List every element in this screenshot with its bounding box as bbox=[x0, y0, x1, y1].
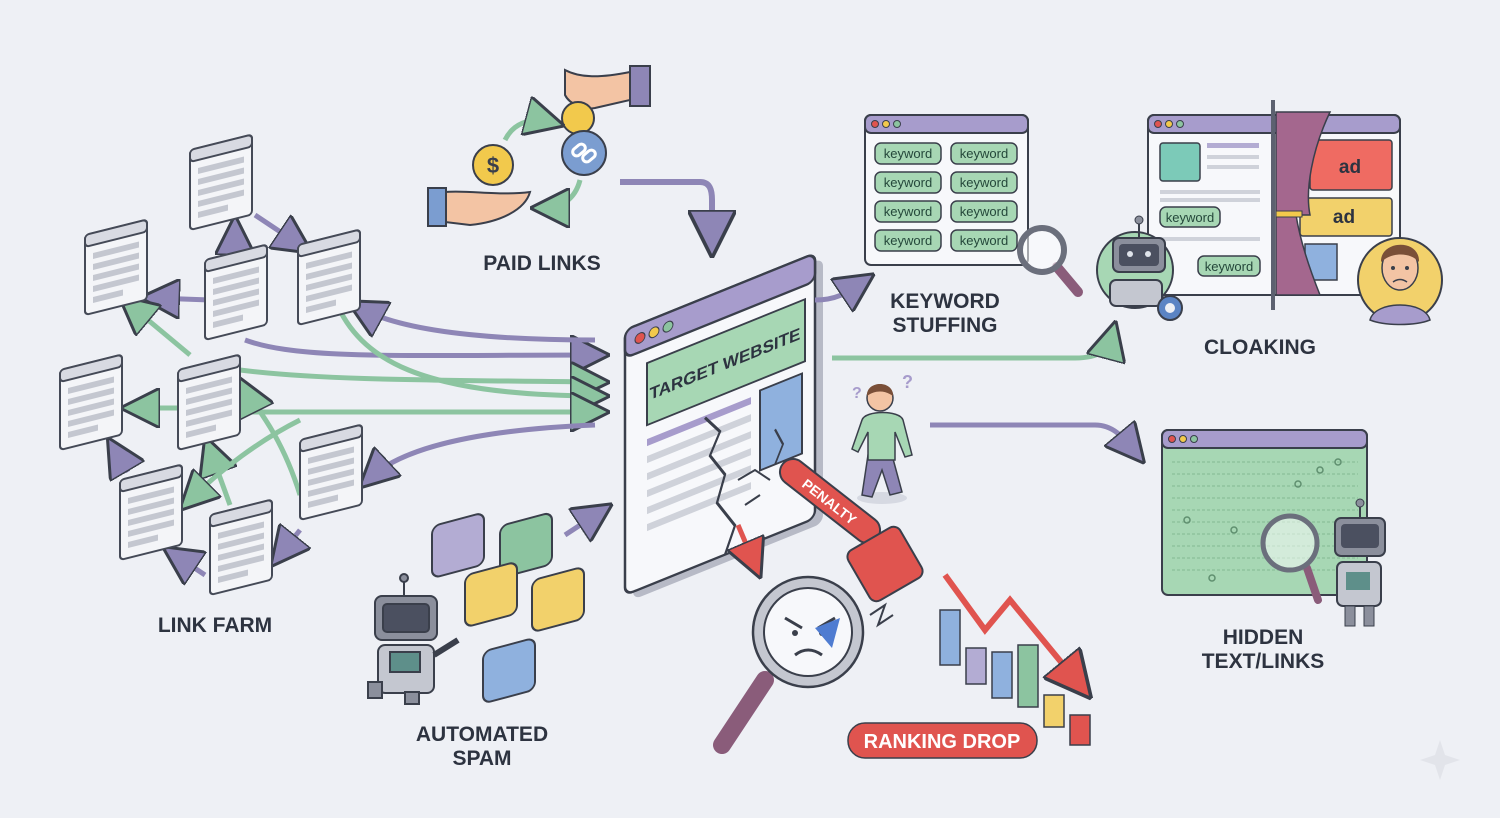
keyword-pill bbox=[874, 171, 942, 194]
keyword-pill bbox=[950, 171, 1018, 194]
keyword-pill-label: keyword bbox=[884, 146, 932, 161]
paid-links-group: $ PAID LINKS bbox=[427, 65, 712, 275]
arrow-to-keyword-stuffing bbox=[814, 282, 862, 300]
robot-icon bbox=[1334, 498, 1386, 627]
user-avatar bbox=[1357, 237, 1443, 326]
link-farm-arrows bbox=[115, 212, 595, 575]
keyword-pill-label: keyword bbox=[960, 146, 1008, 161]
crack bbox=[737, 468, 771, 506]
automated-spam-label: AUTOMATED bbox=[416, 723, 548, 746]
sparkle-icon bbox=[1420, 740, 1460, 780]
arrow-to-cloaking bbox=[832, 335, 1112, 358]
keyword-pill bbox=[950, 200, 1018, 223]
chat-bubble-icons bbox=[431, 512, 585, 703]
question-mark: ? bbox=[902, 372, 913, 392]
bar bbox=[1017, 644, 1039, 708]
ad-label: ad bbox=[1339, 157, 1361, 178]
keyword-pill-label: keyword bbox=[960, 175, 1008, 190]
svg-text:$: $ bbox=[487, 153, 499, 178]
keyword-stuffing-label: KEYWORD bbox=[890, 290, 1000, 313]
link-farm-page bbox=[58, 353, 124, 452]
hidden-text-window: HIDDEN TEXT/LINKS bbox=[1161, 429, 1386, 673]
link-farm-page bbox=[176, 353, 242, 452]
keyword-pill bbox=[874, 200, 942, 223]
spam-robot-icon bbox=[367, 573, 460, 705]
robot-avatar bbox=[1096, 215, 1183, 321]
ranking-drop-label: RANKING DROP bbox=[864, 731, 1021, 753]
link-farm-page bbox=[203, 243, 269, 342]
downtrend-arrow bbox=[942, 573, 1080, 685]
target-website-window: TARGET WEBSITE bbox=[623, 254, 823, 598]
hidden-link-icons bbox=[1183, 458, 1342, 582]
link-farm-group: LINK FARM bbox=[58, 133, 595, 637]
angry-magnifier bbox=[713, 575, 865, 754]
keyword-pill bbox=[950, 142, 1018, 165]
magnifier-icon bbox=[1017, 225, 1083, 297]
link-farm-page bbox=[83, 218, 149, 317]
arrow-to-hidden-text bbox=[930, 425, 1135, 452]
link-farm-page bbox=[298, 423, 364, 522]
bar bbox=[939, 609, 961, 666]
ad-label: ad bbox=[1333, 207, 1355, 228]
ranking-drop-chart bbox=[939, 609, 1091, 746]
keyword-pill-label: keyword bbox=[884, 233, 932, 248]
bar bbox=[1043, 694, 1065, 728]
curtain bbox=[1275, 111, 1332, 296]
keyword-pill-label: keyword bbox=[884, 204, 932, 219]
cloaking-window: keyword keyword ad ad CLOA bbox=[1096, 100, 1443, 359]
ranking-drop-badge: RANKING DROP bbox=[847, 722, 1038, 759]
paid-links-label: PAID LINKS bbox=[483, 252, 600, 275]
keyword-pill-label: keyword bbox=[960, 204, 1008, 219]
keyword-stuffing-label: STUFFING bbox=[893, 314, 998, 337]
window-min-dot bbox=[648, 326, 660, 339]
exchange-arrow bbox=[502, 120, 550, 142]
link-farm-label: LINK FARM bbox=[158, 614, 272, 637]
window-max-dot bbox=[662, 320, 674, 333]
penalty-arrow bbox=[738, 524, 755, 565]
keyword-pill bbox=[874, 229, 942, 252]
cloaking-label: CLOAKING bbox=[1204, 336, 1316, 359]
sleeve bbox=[629, 65, 651, 107]
automated-spam-group: AUTOMATED SPAM bbox=[367, 512, 600, 770]
link-farm-page bbox=[208, 498, 274, 597]
window-close-dot bbox=[634, 332, 646, 344]
impact-lines bbox=[869, 602, 894, 628]
bar bbox=[1069, 714, 1091, 746]
confused-user-figure: ? ? bbox=[851, 372, 913, 504]
exchange-arrow bbox=[545, 179, 583, 208]
coin-icon bbox=[561, 101, 595, 135]
sleeve bbox=[427, 187, 447, 227]
keyword-pill: keyword bbox=[1166, 210, 1214, 225]
bar bbox=[965, 647, 987, 685]
hidden-text-label: HIDDEN bbox=[1223, 626, 1304, 649]
bar bbox=[991, 651, 1013, 699]
link-farm-page bbox=[188, 133, 254, 232]
keyword-pill bbox=[874, 142, 942, 165]
link-farm-page bbox=[296, 228, 362, 327]
receiving-hand-icon bbox=[444, 190, 532, 227]
keyword-stuffing-window: keyword keyword keyword keyword keyword keywo… bbox=[864, 114, 1083, 337]
dollar-coin-icon: $ bbox=[472, 144, 514, 186]
chain-link-coin-icon bbox=[561, 130, 607, 176]
keyword-pill bbox=[950, 229, 1018, 252]
keyword-pill-label: keyword bbox=[884, 175, 932, 190]
question-mark: ? bbox=[852, 385, 862, 402]
keyword-pill: keyword bbox=[1205, 259, 1253, 274]
link-farm-page bbox=[118, 463, 184, 562]
automated-spam-label: SPAM bbox=[452, 747, 511, 770]
magnifier-icon bbox=[1260, 513, 1322, 604]
paid-links-arrow bbox=[620, 179, 712, 240]
keyword-pill-label: keyword bbox=[960, 233, 1008, 248]
crack bbox=[704, 416, 737, 555]
hidden-text-label: TEXT/LINKS bbox=[1202, 650, 1325, 673]
